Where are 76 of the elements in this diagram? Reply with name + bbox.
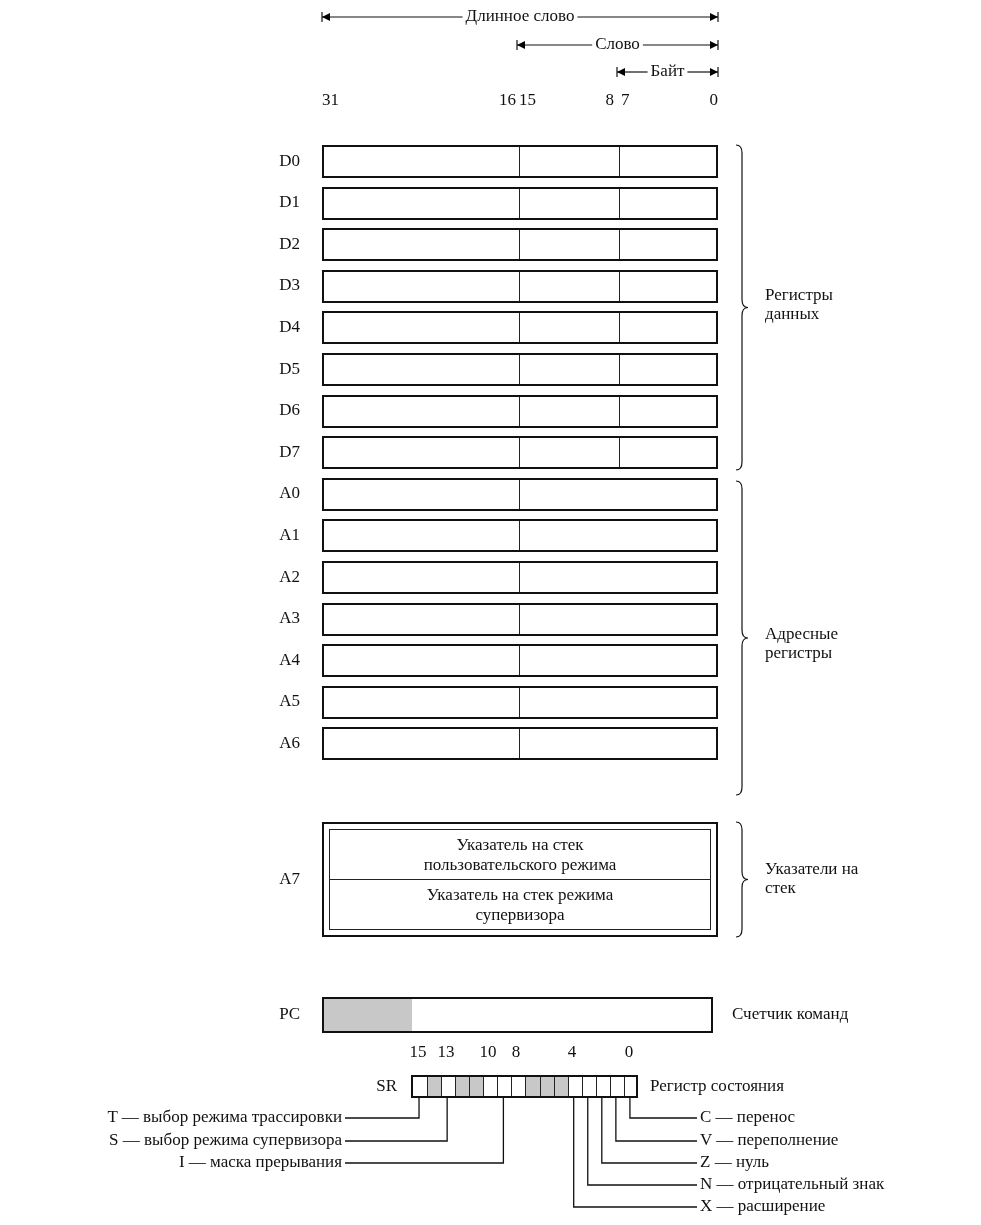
bit-number: 31 [322, 91, 339, 110]
register-name: D2 [279, 234, 300, 254]
register-name: A4 [279, 650, 300, 670]
register-box [322, 997, 713, 1033]
bit-number: 4 [567, 1043, 577, 1062]
stack-pointer-field [329, 879, 711, 930]
leader-line [344, 1097, 505, 1164]
register-description: Регистр состояния [650, 1076, 784, 1096]
bit-number: 10 [479, 1043, 497, 1062]
register-name: D6 [279, 401, 300, 420]
register-box [322, 602, 718, 636]
register-name: A7 [279, 869, 300, 889]
register-name: A6 [279, 733, 300, 753]
bit-number: 15 [409, 1043, 427, 1062]
dimension-label: Слово [595, 35, 640, 54]
register-box [322, 685, 718, 719]
leader-line [615, 1097, 698, 1142]
register-name: D4 [279, 317, 300, 337]
register-name: SR [376, 1076, 397, 1096]
register-name: D0 [279, 151, 300, 171]
flag-label: N — отрицательный знак [700, 1175, 885, 1194]
field-label: Указатель на стек пользовательского режима [422, 834, 618, 875]
flag-label: S — выбор режима супервизора [109, 1131, 342, 1150]
leader-line [629, 1097, 698, 1119]
leader-line [573, 1097, 698, 1208]
status-register-box [411, 1075, 638, 1098]
flag-label: C — перенос [700, 1108, 796, 1127]
bit-number: 13 [437, 1043, 455, 1062]
register-description: Счетчик команд [732, 1005, 849, 1024]
leader-line [587, 1097, 698, 1186]
flag-label: X — расширение [700, 1197, 826, 1216]
flag-label: I — маска прерывания [178, 1153, 342, 1172]
register-box [322, 561, 718, 594]
bit-number: 8 [511, 1043, 521, 1062]
bit-number: 8 [605, 91, 614, 110]
register-box [322, 353, 718, 386]
register-box [322, 436, 718, 470]
register-box [322, 644, 718, 678]
register-name: A5 [279, 692, 300, 711]
dimension-label: Байт [650, 62, 685, 81]
register-box [322, 228, 718, 262]
register-box [322, 311, 718, 345]
register-name: A3 [279, 609, 300, 628]
bit-number: 7 [621, 91, 630, 110]
group-label: Регистры данных [765, 286, 834, 324]
register-box [322, 727, 718, 761]
flag-label: V — переполнение [700, 1131, 839, 1150]
dimension-label: Длинное слово [465, 7, 575, 26]
bit-number: 16 [499, 91, 516, 110]
leader-line [601, 1097, 698, 1164]
register-name: D3 [279, 276, 300, 295]
register-name: A0 [279, 484, 300, 503]
leader-line [344, 1097, 448, 1142]
bit-number: 0 [624, 1043, 634, 1062]
leader-line [344, 1097, 420, 1119]
group-label: Указатели на стек [765, 860, 860, 898]
register-name: D7 [279, 442, 300, 462]
register-box [322, 477, 718, 511]
bit-number: 15 [519, 91, 536, 110]
register-name: D5 [279, 359, 300, 379]
field-label: Указатель на стек режима супервизора [425, 884, 615, 925]
register-box [322, 394, 718, 428]
group-label: Адресные регистры [765, 625, 839, 663]
flag-label: T — выбор режима трассировки [107, 1108, 342, 1127]
flag-label: Z — нуль [700, 1153, 769, 1172]
register-name: PC [279, 1005, 300, 1024]
stack-pointer-field [329, 829, 711, 880]
register-name: D1 [279, 193, 300, 212]
register-name: A1 [279, 525, 300, 545]
bit-number: 0 [709, 91, 718, 110]
register-box [322, 822, 718, 937]
register-name: A2 [279, 567, 300, 587]
register-box [322, 269, 718, 303]
register-box [322, 145, 718, 178]
register-box [322, 519, 718, 553]
register-box [322, 186, 718, 220]
